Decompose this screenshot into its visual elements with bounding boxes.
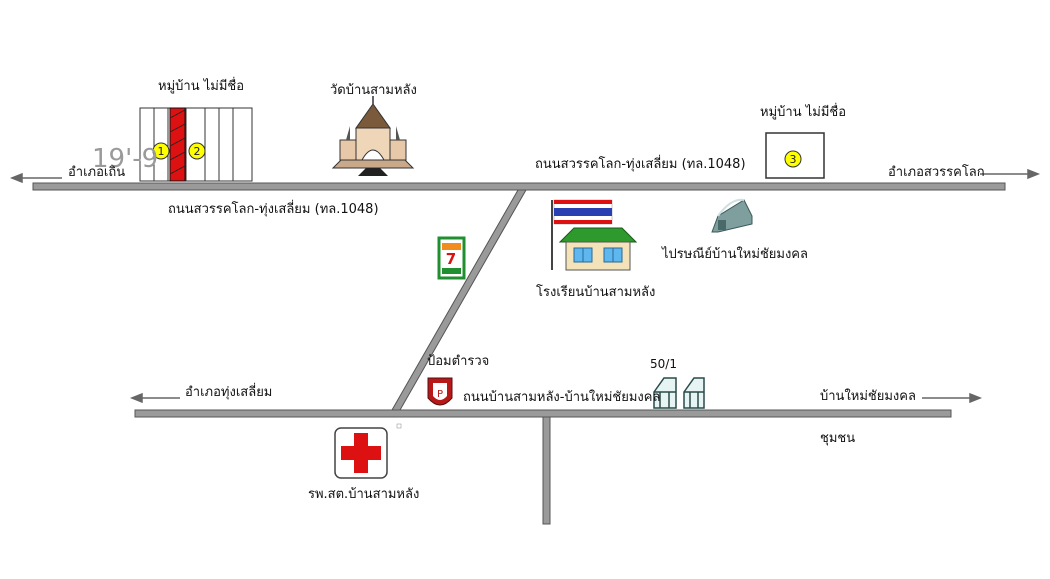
svg-text:2: 2	[194, 145, 201, 158]
hospital-label: รพ.สต.บ้านสามหลัง	[308, 487, 420, 502]
post-office-warehouse-icon	[711, 198, 753, 233]
police-box-icon: P	[427, 377, 453, 406]
arrow-right-top	[980, 168, 1041, 180]
direction-right-bottom: บ้านใหม่ชัยมงคล	[820, 389, 916, 404]
temple-label: วัดบ้านสามหลัง	[330, 83, 417, 98]
direction-right-top: อำเภอสวรรคโลก	[888, 165, 985, 180]
hospital-cross-icon	[334, 427, 388, 479]
temple-icon	[331, 96, 415, 176]
house-number-label: 50/1	[650, 357, 677, 371]
secondary-road-label: ถนนบ้านสามหลัง-บ้านใหม่ชัยมงคล	[463, 390, 661, 405]
svg-text:P: P	[437, 389, 443, 400]
village-left-label: หมู่บ้าน ไม่มีชื่อ	[158, 79, 245, 94]
marker-2: 2	[188, 142, 206, 160]
svg-text:3: 3	[790, 153, 797, 166]
svg-text:7: 7	[446, 250, 456, 268]
arrow-right-bottom	[922, 392, 983, 404]
direction-left-bottom: อำเภอทุ่งเสลี่ยม	[185, 385, 273, 400]
tick-mark	[396, 423, 402, 429]
thai-flag-icon	[551, 199, 613, 270]
connector-road	[391, 189, 527, 411]
direction-left-top: อำเภอเถิน	[68, 165, 126, 180]
police-label: ป้อมตำรวจ	[427, 354, 490, 369]
marker-3: 3	[784, 150, 802, 168]
community-label: ชุมชน	[820, 431, 856, 446]
school-label: โรงเรียนบ้านสามหลัง	[536, 285, 656, 300]
main-road	[32, 182, 1006, 191]
main-road-label-upper: ถนนสวรรคโลก-ทุ่งเสลี่ยม (ทล.1048)	[535, 157, 746, 172]
arrow-left-top	[9, 172, 62, 184]
branch-road	[542, 416, 551, 525]
main-road-label-lower: ถนนสวรรคโลก-ทุ่งเสลี่ยม (ทล.1048)	[168, 202, 379, 217]
village-right-label: หมู่บ้าน ไม่มีชื่อ	[760, 105, 847, 120]
house-50-1-icon	[653, 377, 705, 409]
secondary-road	[134, 409, 952, 418]
svg-text:1: 1	[158, 145, 165, 158]
seven-eleven-icon: 7	[437, 236, 466, 280]
school-building-icon	[558, 227, 638, 271]
arrow-left-bottom	[129, 392, 180, 404]
post-office-label: ไปรษณีย์บ้านใหม่ชัยมงคล	[662, 247, 808, 262]
marker-1: 1	[152, 142, 170, 160]
ghost-text: 19'-9	[92, 144, 159, 174]
